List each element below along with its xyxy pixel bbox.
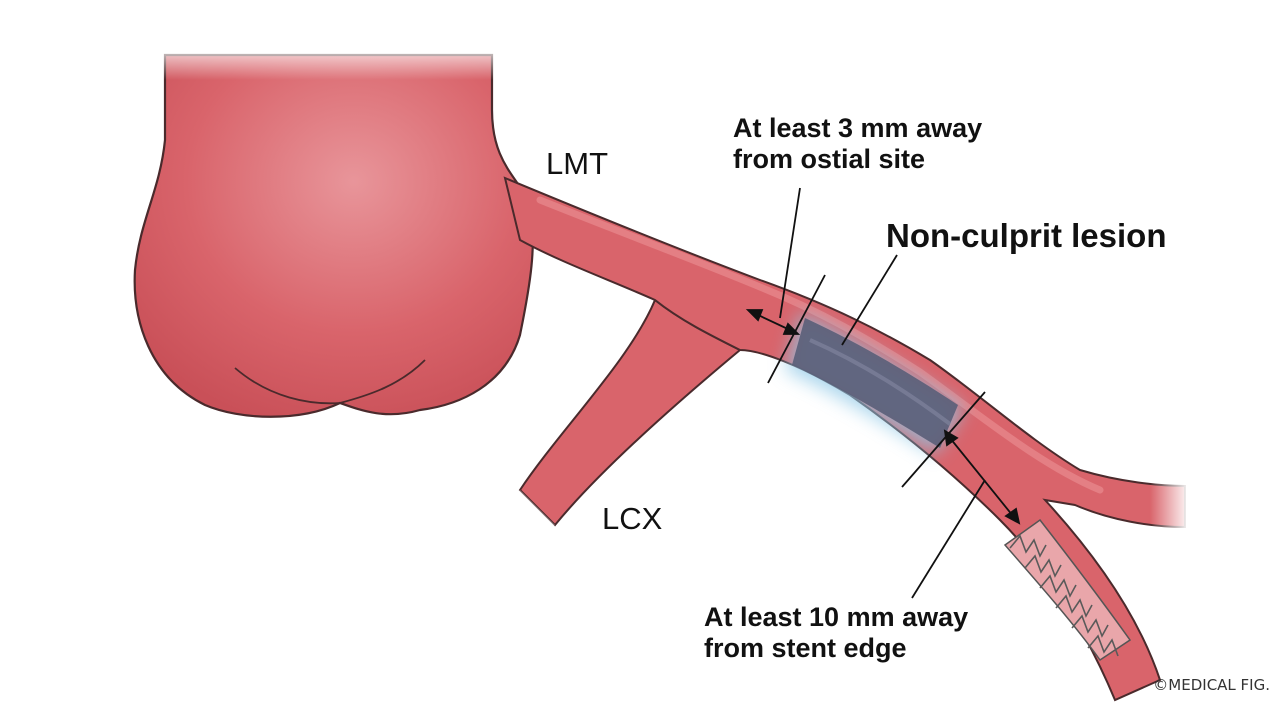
lcx-label: LCX xyxy=(602,501,663,536)
stent-distance-line1: At least 10 mm away xyxy=(704,602,969,632)
lmt-label: LMT xyxy=(546,146,608,181)
ostial-distance-arrow xyxy=(745,309,801,335)
lesion-boundary-distal xyxy=(901,391,986,488)
ostial-distance-line2: from ostial site xyxy=(733,144,926,174)
aortic-root xyxy=(133,40,534,418)
annotation-lines xyxy=(767,187,986,599)
distance-arrows xyxy=(745,309,1021,525)
copyright-notice: ©MEDICAL FIG. xyxy=(1153,676,1270,694)
lmt-lad-vessel xyxy=(503,176,1190,702)
ostial-leader-line xyxy=(779,187,801,319)
stent-leader-line xyxy=(911,479,986,599)
stent-distance-label: At least 10 mm away from stent edge xyxy=(704,602,968,664)
ostial-distance-line1: At least 3 mm away xyxy=(733,113,983,143)
stent-distance-arrow xyxy=(943,429,1021,525)
lesion-segment xyxy=(785,312,965,455)
lesion-label: Non-culprit lesion xyxy=(886,217,1167,254)
stent xyxy=(1003,518,1132,662)
stent-distance-line2: from stent edge xyxy=(704,633,907,663)
ostial-distance-label: At least 3 mm away from ostial site xyxy=(733,113,982,175)
lesion-leader-line xyxy=(841,254,898,346)
lesion-boundary-proximal xyxy=(767,274,826,384)
